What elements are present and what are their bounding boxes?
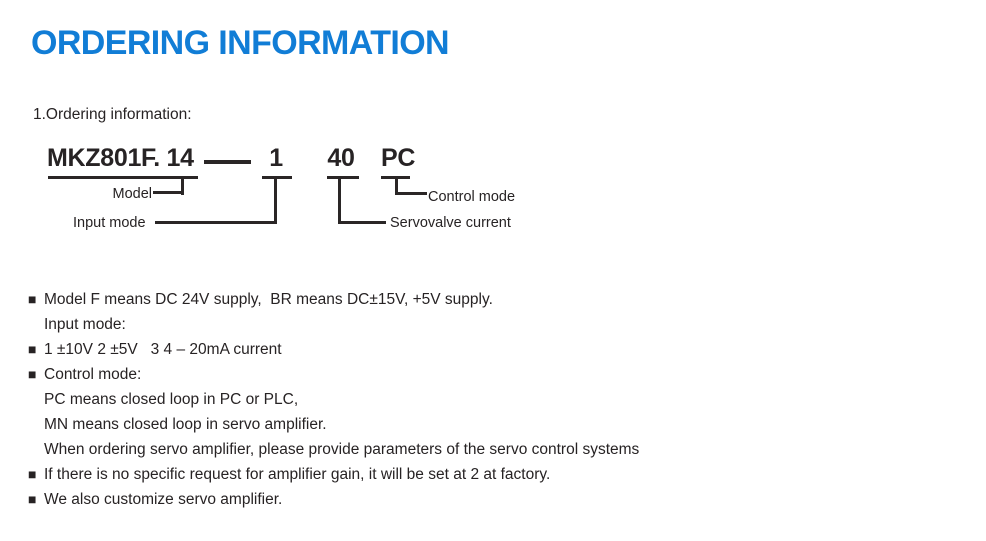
bullet-square-icon: ■ [28,291,37,307]
note-row: Input mode: [28,312,968,337]
input-mode-vertical [274,176,277,224]
input-mode-value: 1 [269,144,283,172]
control-mode-label: Control mode [428,189,516,205]
servovalve-current-label: Servovalve current [390,215,511,231]
note-text: We also customize servo amplifier. [44,490,283,508]
note-row: ■ Model F means DC 24V supply, BR means … [28,287,968,312]
model-connector-vertical [181,176,184,195]
note-row: ■ We also customize servo amplifier. [28,487,968,512]
model-code: MKZ801F. 14 [47,144,194,172]
note-row: ■ 1 ±10V 2 ±5V 3 4 – 20mA current [28,337,968,362]
bullet-square-icon: ■ [28,341,37,357]
model-code-dash-line [204,160,251,164]
servovalve-connector-line [338,221,386,224]
bullet-square-icon: ■ [28,491,37,507]
note-row: ■ Control mode: [28,362,968,387]
note-text: MN means closed loop in servo amplifier. [44,415,327,433]
note-text: Control mode: [44,365,142,383]
control-mode-vertical [395,176,398,195]
note-row: ■ If there is no specific request for am… [28,462,968,487]
input-mode-connector-line [155,221,277,224]
bullet-square-icon: ■ [28,466,37,482]
note-text: PC means closed loop in PC or PLC, [44,390,299,408]
servovalve-tbar [327,176,359,179]
note-text: 1 ±10V 2 ±5V 3 4 – 20mA current [44,340,282,358]
control-mode-value: PC [381,144,416,172]
note-text: Input mode: [44,315,126,333]
servovalve-current-value: 40 [327,144,355,172]
page-title: ORDERING INFORMATION [31,24,450,62]
model-label: Model [112,186,153,202]
input-mode-label: Input mode [73,215,146,231]
note-text: Model F means DC 24V supply, BR means DC… [44,290,493,308]
servovalve-vertical [338,176,341,224]
control-mode-connector-line [395,192,427,195]
note-text: If there is no specific request for ampl… [44,465,551,483]
section-heading: 1.Ordering information: [33,106,192,123]
note-text: When ordering servo amplifier, please pr… [44,440,640,458]
note-row: MN means closed loop in servo amplifier. [28,412,968,437]
notes-list: ■ Model F means DC 24V supply, BR means … [28,287,968,512]
bullet-square-icon: ■ [28,366,37,382]
model-underline [48,176,198,179]
input-mode-tbar [262,176,292,179]
model-connector-dash [153,191,182,194]
note-row: PC means closed loop in PC or PLC, [28,387,968,412]
note-row: When ordering servo amplifier, please pr… [28,437,968,462]
